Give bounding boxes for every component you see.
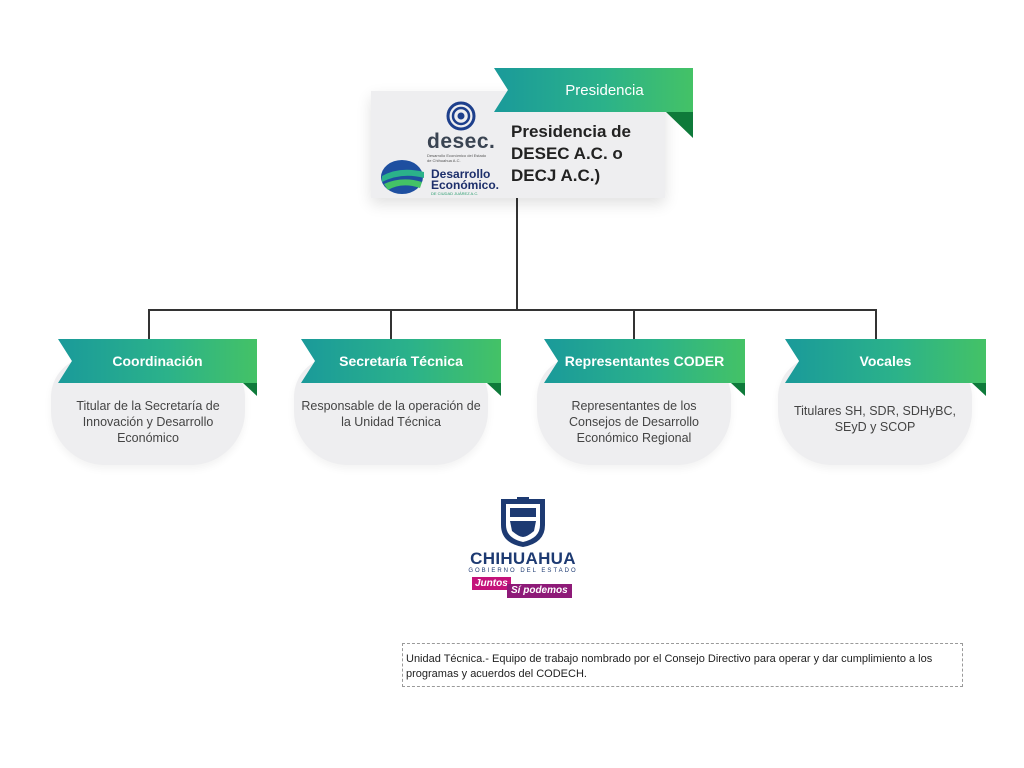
connector-trunk bbox=[516, 198, 518, 310]
presidencia-title: Presidencia de DESEC A.C. o DECJ A.C.) bbox=[511, 122, 632, 185]
slogan-juntos: Juntos bbox=[472, 577, 511, 590]
presidencia-banner-label: Presidencia bbox=[565, 81, 644, 99]
node-text-vocales: Titulares SH, SDR, SDHyBC, SEyD y SCOP bbox=[793, 404, 957, 434]
desarrollo-logo-word2: Económico. bbox=[431, 178, 500, 192]
node-banner-label: Coordinación bbox=[112, 353, 203, 369]
connector-drop-1 bbox=[148, 309, 150, 339]
desec-logo-subtitle: Desarrollo Económico del Estado de Chihu… bbox=[427, 153, 487, 163]
desarrollo-logo-subtitle: DE CIUDAD JUÁREZ A.C. bbox=[431, 191, 479, 196]
desec-logo-word: desec. bbox=[427, 130, 496, 153]
node-text-coordinacion: Titular de la Secretaría de Innovación y… bbox=[76, 399, 220, 445]
desec-logo-icon bbox=[446, 101, 476, 131]
node-banner-vocales: Vocales bbox=[785, 339, 986, 383]
node-text-representantes-coder: Representantes de los Consejos de Desarr… bbox=[569, 399, 699, 445]
node-banner-fold bbox=[731, 383, 745, 396]
chihuahua-logo-word: CHIHUAHUA bbox=[470, 549, 576, 568]
connector-horizontal bbox=[148, 309, 876, 311]
connector-drop-4 bbox=[875, 309, 877, 339]
node-banner-fold bbox=[972, 383, 986, 396]
slogan-si-podemos: Sí podemos bbox=[507, 584, 572, 598]
desarrollo-economico-logo-icon bbox=[381, 160, 424, 194]
chihuahua-coat-of-arms-icon bbox=[501, 497, 545, 547]
node-banner-label: Vocales bbox=[859, 353, 912, 369]
unidad-tecnica-footnote: Unidad Técnica.- Equipo de trabajo nombr… bbox=[402, 643, 963, 687]
node-banner-fold bbox=[487, 383, 501, 396]
node-banner-coordinacion: Coordinación bbox=[58, 339, 257, 383]
connector-drop-3 bbox=[633, 309, 635, 339]
node-banner-secretaria-tecnica: Secretaría Técnica bbox=[301, 339, 501, 383]
gobierno-subtitle: GOBIERNO DEL ESTADO bbox=[468, 568, 578, 574]
node-banner-label: Representantes CODER bbox=[564, 353, 725, 369]
desarrollo-logo-word1: Desarrollo bbox=[431, 167, 491, 181]
node-text-secretaria-tecnica: Responsable de la operación de la Unidad… bbox=[301, 399, 481, 429]
presidencia-banner: Presidencia bbox=[494, 68, 693, 112]
node-banner-label: Secretaría Técnica bbox=[339, 353, 463, 369]
presidencia-banner-fold bbox=[666, 112, 693, 138]
connector-drop-2 bbox=[390, 309, 392, 339]
node-banner-fold bbox=[243, 383, 257, 396]
node-banner-representantes-coder: Representantes CODER bbox=[544, 339, 745, 383]
